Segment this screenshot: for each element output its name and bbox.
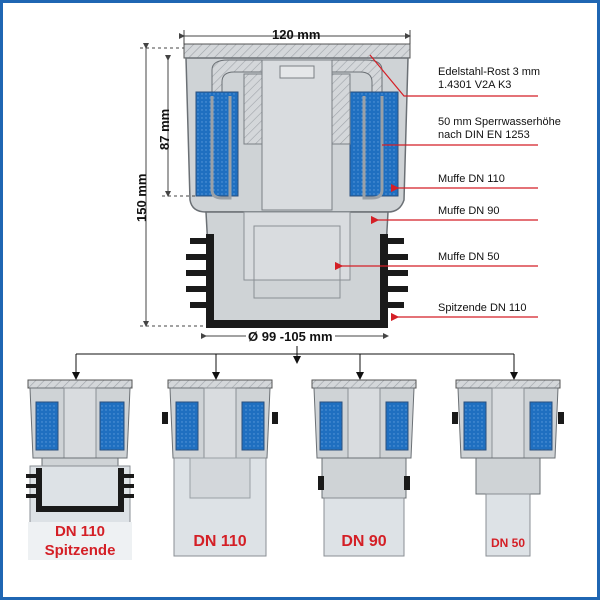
callout-grate-line1: Edelstahl-Rost 3 mm: [438, 66, 541, 78]
callout-muffe-dn90: Muffe DN 90: [438, 205, 500, 217]
caption-dn110: DN 110: [193, 533, 247, 550]
callout-water-seal-line1: 50 mm Sperrwasserhöhe: [438, 116, 561, 128]
caption-dn50: DN 50: [490, 536, 525, 550]
total-height-label: 150 mm: [134, 173, 149, 222]
top-width-label: 120 mm: [272, 27, 321, 42]
caption-dn110-spitzende-line1: DN 110: [54, 523, 106, 540]
callout-muffe-dn110: Muffe DN 110: [438, 173, 505, 185]
callout-muffe-dn50: Muffe DN 50: [438, 251, 500, 263]
variant-dn90: [311, 379, 417, 557]
main-drain: [183, 43, 411, 328]
callout-water-seal: 50 mm Sperrwasserhöhe nach DIN EN 1253: [438, 116, 561, 142]
callout-spitzende-dn110: Spitzende DN 110: [438, 302, 527, 314]
callout-grate: Edelstahl-Rost 3 mm 1.4301 V2A K3: [438, 66, 540, 92]
callout-lines: [334, 54, 538, 322]
caption-dn110-spitzende: DN 110 Spitzende: [28, 522, 132, 560]
callout-grate-line2: 1.4301 V2A K3: [438, 79, 512, 91]
trap-height-label: 87 mm: [157, 108, 172, 150]
caption-dn110-spitzende-line2: Spitzende: [44, 542, 116, 559]
callout-water-seal-line2: nach DIN EN 1253: [438, 129, 530, 141]
variant-dn50: [452, 379, 564, 557]
distribution-lines: [72, 346, 518, 380]
variant-dn110: [162, 379, 278, 557]
caption-dn90: DN 90: [341, 533, 387, 550]
outlet-diameter-label: Ø 99 -105 mm: [246, 329, 335, 344]
